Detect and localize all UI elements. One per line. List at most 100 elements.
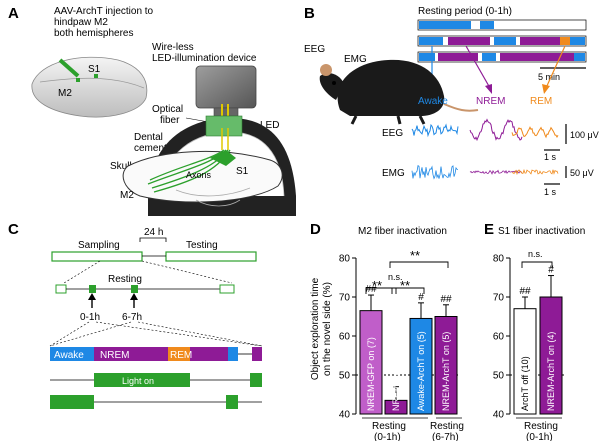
emg-row-label: EMG bbox=[382, 168, 405, 179]
emg-trace-rem bbox=[511, 168, 559, 176]
panel-d-title: M2 fiber inactivation bbox=[358, 226, 447, 237]
s1-illumination bbox=[210, 150, 236, 166]
s1-label-bottom: S1 bbox=[236, 166, 249, 177]
m2-sig-mark: ## bbox=[440, 294, 452, 305]
time-label-0-1h: 0-1h bbox=[80, 312, 100, 323]
stage-label-rem: REM bbox=[170, 350, 192, 361]
time-scale-label-2: 1 s bbox=[544, 187, 557, 197]
skull-label: Skull bbox=[110, 161, 132, 172]
injection-site-m2 bbox=[76, 78, 80, 82]
y-axis-label-2: on the novel side (%) bbox=[322, 282, 333, 376]
m2-tick-label: 40 bbox=[339, 410, 351, 421]
group-label-e-1: Resting bbox=[524, 421, 558, 432]
emg-scale-label: 50 μV bbox=[570, 168, 594, 178]
m2-bar-label: NREM-GFP on (7) bbox=[366, 337, 376, 411]
light-on-nrem bbox=[94, 373, 190, 387]
m2-tick-label: 70 bbox=[339, 293, 351, 304]
panel-d: D M2 fiber inactivation Object explorati… bbox=[310, 221, 464, 441]
s1-bar-label: NREM-ArchT on (4) bbox=[546, 332, 556, 411]
m2-tick-label: 80 bbox=[339, 254, 351, 265]
s1-tick-label: 70 bbox=[493, 293, 505, 304]
resting-label-c: Resting bbox=[108, 274, 142, 285]
group-label-resting-0-1h-1: Resting bbox=[372, 421, 406, 432]
dental-cement-label-1: Dental bbox=[134, 132, 163, 143]
m2-bar bbox=[384, 399, 408, 415]
awake-label: Awake bbox=[418, 96, 448, 107]
panel-c: C Sampling Testing 24 h Resting 0-1h 6-7… bbox=[8, 221, 263, 409]
sampling-label: Sampling bbox=[78, 240, 120, 251]
eeg-label-mouse: EEG bbox=[304, 44, 325, 55]
panel-e-letter: E bbox=[484, 221, 494, 238]
s1-tick-label: 50 bbox=[493, 371, 505, 382]
eeg-trace-rem bbox=[511, 126, 559, 139]
time-label-6-7h: 6-7h bbox=[122, 312, 142, 323]
panel-e: E S1 fiber inactivation 40 50 60 70 80ArchT … bbox=[484, 221, 585, 441]
s1-bar bbox=[539, 296, 563, 415]
m2-tick-label: 60 bbox=[339, 332, 351, 343]
panel-b-letter: B bbox=[304, 5, 315, 22]
panel-a: A AAV-ArchT injection to hindpaw M2 both… bbox=[8, 5, 296, 216]
m2-sig-mark: ## bbox=[365, 284, 377, 295]
injection-label-3: both hemispheres bbox=[54, 28, 134, 39]
group-label-resting-0-1h-2: (0-1h) bbox=[374, 432, 401, 441]
resting-period-label: Resting period (0-1h) bbox=[418, 6, 512, 17]
sampling-session bbox=[51, 251, 143, 262]
optical-fiber-label-1: Optical bbox=[152, 104, 183, 115]
y-axis-label-1: Object exploration time bbox=[310, 277, 321, 380]
led-label: LED bbox=[260, 120, 279, 131]
device-label-2: LED-illumination device bbox=[152, 53, 257, 64]
injection-needle bbox=[58, 58, 80, 78]
s1-sig-mark: ## bbox=[519, 286, 531, 297]
panel-a-letter: A bbox=[8, 5, 19, 22]
injection-site-s1 bbox=[94, 74, 98, 78]
panel-b: B Resting period (0-1h) 5 min bbox=[304, 5, 599, 197]
time-scale-label-1: 1 s bbox=[544, 152, 557, 162]
dental-cement bbox=[205, 115, 243, 137]
injection-label-2: hindpaw M2 bbox=[54, 17, 108, 28]
stage-label-nrem: NREM bbox=[100, 350, 129, 361]
m2-label-bottom: M2 bbox=[120, 190, 134, 201]
sleep-stage-bar bbox=[50, 347, 262, 361]
panel-d-letter: D bbox=[310, 221, 321, 238]
emg-label-mouse: EMG bbox=[344, 54, 367, 65]
axons-label: Axons bbox=[186, 170, 212, 180]
axon-bundle-1 bbox=[149, 149, 225, 181]
brain-top-view bbox=[31, 56, 148, 118]
optical-fiber-label-2: fiber bbox=[160, 115, 180, 126]
m2-label-top: M2 bbox=[58, 88, 72, 99]
eeg-scale-label: 100 μV bbox=[570, 130, 599, 140]
light-on-block-2 bbox=[131, 285, 138, 293]
stage-label-awake: Awake bbox=[54, 350, 84, 361]
eeg-row-label: EEG bbox=[382, 128, 403, 139]
s1-sig-mark: # bbox=[548, 265, 554, 276]
eeg-trace-nrem bbox=[469, 118, 523, 142]
m2-tick-label: 50 bbox=[339, 371, 351, 382]
ns-label-d: n.s. bbox=[388, 272, 403, 282]
s1-bar-label: ArchT off (10) bbox=[520, 356, 530, 411]
m2-sig-mark: # bbox=[418, 292, 424, 303]
s1-bar bbox=[513, 308, 537, 415]
s1-tick-label: 60 bbox=[493, 332, 505, 343]
group-label-resting-6-7h-1: Resting bbox=[430, 421, 464, 432]
light-on-block-1 bbox=[89, 285, 96, 293]
group-label-e-2: (0-1h) bbox=[526, 432, 553, 441]
device-label-1: Wire-less bbox=[152, 42, 194, 53]
panel-e-title: S1 fiber inactivation bbox=[498, 226, 585, 237]
hypnogram bbox=[417, 19, 587, 63]
light-on-label: Light on bbox=[122, 376, 154, 386]
sig-archt-vs-awake: ** bbox=[400, 278, 410, 293]
s1-tick-label: 80 bbox=[493, 254, 505, 265]
s1-tick-label: 40 bbox=[493, 410, 505, 421]
led-device bbox=[195, 65, 257, 109]
sig-archt-vs-late: ** bbox=[410, 248, 420, 263]
dental-cement-label-2: cement bbox=[134, 143, 167, 154]
m2-bar-label: Awake-ArchT on (5) bbox=[416, 331, 426, 411]
m2-bar bbox=[409, 317, 433, 415]
m2-bar-label: NREM-ArchT on (6) bbox=[391, 332, 401, 411]
panel-c-letter: C bbox=[8, 221, 19, 238]
eeg-trace-awake bbox=[411, 123, 459, 138]
s1-label-top: S1 bbox=[88, 64, 101, 75]
